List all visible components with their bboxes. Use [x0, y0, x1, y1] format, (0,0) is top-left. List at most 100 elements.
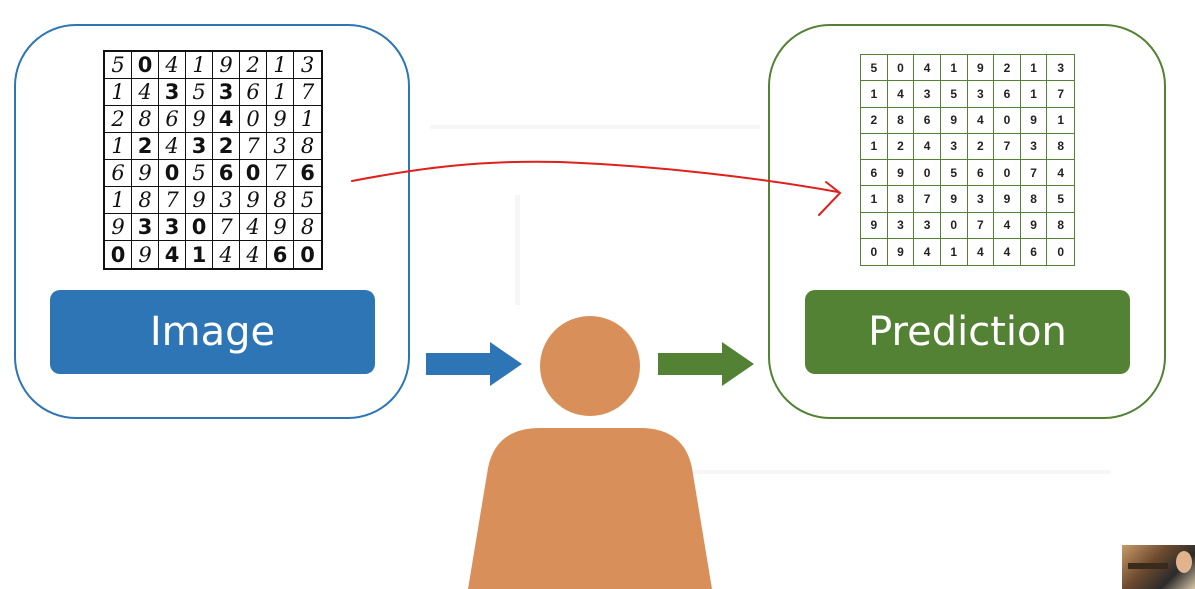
handwritten-digit-cell: 5 — [105, 52, 132, 79]
handwritten-digit-cell: 3 — [159, 79, 186, 106]
predicted-digit-cell: 2 — [861, 107, 888, 134]
predicted-digit-cell: 8 — [887, 107, 915, 134]
handwritten-digit-cell: 4 — [240, 241, 267, 268]
predicted-digit-cell: 7 — [1047, 81, 1074, 108]
handwritten-digit-cell: 3 — [159, 214, 186, 241]
predicted-digit-cell: 5 — [940, 160, 968, 187]
handwritten-digit-cell: 0 — [186, 214, 213, 241]
handwritten-digit-cell: 9 — [132, 241, 159, 268]
handwritten-digit-cell: 4 — [132, 79, 159, 106]
handwritten-digit-cell: 7 — [240, 133, 267, 160]
handwritten-digit-cell: 4 — [159, 241, 186, 268]
background-shape — [430, 125, 760, 129]
predicted-digit-cell: 4 — [994, 212, 1021, 239]
handwritten-digit-cell: 3 — [213, 187, 240, 214]
handwritten-digit-cell: 9 — [132, 160, 159, 187]
predicted-digit-cell: 4 — [914, 55, 941, 82]
handwritten-digit-cell: 7 — [294, 79, 321, 106]
predicted-digit-cell: 0 — [914, 160, 941, 187]
handwritten-digit-cell: 4 — [240, 214, 267, 241]
predicted-digit-cell: 9 — [887, 160, 915, 187]
handwritten-digit-cell: 4 — [213, 241, 240, 268]
predicted-digit-cell: 7 — [967, 212, 995, 239]
handwritten-digit-cell: 1 — [186, 241, 213, 268]
arrow-right-icon — [426, 342, 522, 386]
handwritten-digit-cell: 6 — [159, 106, 186, 133]
handwritten-digit-cell: 2 — [213, 133, 240, 160]
predicted-digit-cell: 1 — [1020, 81, 1048, 108]
predicted-digit-cell: 8 — [1047, 134, 1074, 160]
handwritten-digit-cell: 6 — [267, 241, 294, 268]
handwritten-digit-cell: 9 — [267, 214, 294, 241]
predicted-digit-cell: 6 — [1021, 238, 1048, 265]
predicted-digit-cell: 1 — [1047, 108, 1074, 134]
predicted-digit-cell: 9 — [940, 186, 968, 213]
handwritten-digit-cell: 8 — [294, 133, 321, 160]
handwritten-digit-cell: 8 — [132, 106, 159, 133]
predicted-digit-cell: 9 — [967, 55, 995, 82]
handwritten-digit-cell: 4 — [213, 106, 240, 133]
handwritten-digit-cell: 3 — [294, 52, 321, 79]
predicted-digit-cell: 9 — [861, 212, 888, 239]
handwritten-digit-cell: 0 — [159, 160, 186, 187]
handwritten-digit-cell: 9 — [267, 106, 294, 133]
image-label: Image — [50, 290, 375, 374]
handwritten-digit-cell: 6 — [294, 160, 321, 187]
handwritten-digit-cell: 8 — [267, 187, 294, 214]
predicted-digit-cell: 3 — [940, 133, 968, 160]
handwritten-digit-cell: 9 — [213, 52, 240, 79]
predicted-digit-cell: 4 — [967, 107, 995, 134]
predicted-digit-cell: 7 — [1020, 160, 1048, 187]
handwritten-digit-cell: 0 — [240, 160, 267, 187]
predicted-digit-cell: 2 — [887, 133, 915, 160]
handwritten-digit-cell: 8 — [132, 187, 159, 214]
person-icon — [468, 316, 712, 589]
handwritten-digit-cell: 6 — [213, 160, 240, 187]
arrow-right-icon — [658, 342, 754, 386]
predicted-digit-cell: 9 — [888, 238, 915, 265]
predicted-digit-cell: 0 — [994, 160, 1021, 187]
prediction-label: Prediction — [805, 290, 1130, 374]
predicted-digit-cell: 9 — [1020, 212, 1048, 239]
handwritten-digit-cell: 6 — [105, 160, 132, 187]
predicted-digit-cell: 1 — [941, 238, 968, 265]
handwritten-digit-cell: 5 — [294, 187, 321, 214]
handwritten-digit-cell: 6 — [240, 79, 267, 106]
predicted-digit-cell: 4 — [887, 81, 915, 108]
handwritten-digit-cell: 0 — [300, 242, 315, 267]
handwritten-digit-cell: 2 — [240, 52, 267, 79]
handwritten-digit-cell: 7 — [213, 214, 240, 241]
handwritten-digit-cell: 1 — [267, 79, 294, 106]
predicted-digit-cell: 0 — [887, 55, 915, 82]
handwritten-digit-cell: 1 — [105, 187, 132, 214]
predicted-digit-cell: 9 — [1020, 107, 1048, 134]
handwritten-digit-cell: 9 — [186, 187, 213, 214]
handwritten-digit-cell: 9 — [105, 214, 132, 241]
handwritten-digit-cell: 9 — [186, 106, 213, 133]
predicted-digit-cell: 9 — [994, 186, 1021, 213]
predicted-digit-cell: 3 — [887, 212, 915, 239]
predicted-digit-cell: 3 — [967, 186, 995, 213]
predicted-digit-cell: 3 — [914, 81, 941, 108]
predicted-digit-cell: 1 — [940, 55, 968, 82]
predicted-digit-cell: 8 — [1047, 213, 1074, 239]
predicted-digit-cell: 7 — [914, 186, 941, 213]
predicted-digit-cell: 0 — [940, 212, 968, 239]
handwritten-digit-cell: 0 — [132, 52, 159, 79]
predicted-digit-cell: 4 — [914, 133, 941, 160]
handwritten-digit-cell: 1 — [105, 133, 132, 160]
handwritten-digit-cell: 1 — [267, 52, 294, 79]
predicted-digit-cell: 1 — [1020, 55, 1048, 82]
predicted-digit-cell: 6 — [914, 107, 941, 134]
predicted-digit-cell: 3 — [914, 212, 941, 239]
handwritten-digit-cell: 3 — [186, 133, 213, 160]
handwritten-digit-cell: 7 — [159, 187, 186, 214]
predicted-digit-cell: 8 — [887, 186, 915, 213]
handwritten-digit-cell: 2 — [105, 106, 132, 133]
handwritten-digit-cell: 4 — [159, 133, 186, 160]
handwritten-digit-cell: 4 — [159, 52, 186, 79]
handwritten-digit-cell: 3 — [267, 133, 294, 160]
